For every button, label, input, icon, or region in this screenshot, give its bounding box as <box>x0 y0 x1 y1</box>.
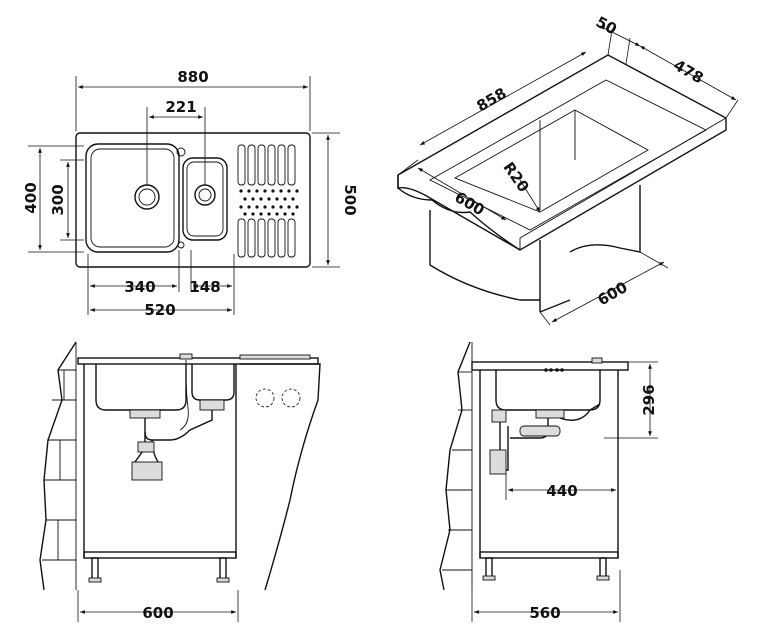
side-leg-right <box>599 557 607 579</box>
front-wall <box>39 341 77 591</box>
dim-r20: R20 <box>499 159 532 196</box>
dim-880: 880 <box>177 68 208 86</box>
side-bowl <box>495 370 601 411</box>
small-drain <box>194 184 216 206</box>
dim-440: 440 <box>546 482 577 500</box>
dim-478-line <box>639 45 737 101</box>
dim-50-line <box>599 25 641 47</box>
sink-outline <box>75 132 311 268</box>
countertop-slab <box>397 54 727 251</box>
front-small-bowl <box>191 364 235 401</box>
dim-300: 300 <box>49 184 67 215</box>
dim-560: 560 <box>529 604 560 622</box>
dim-478: 478 <box>670 56 706 87</box>
dim-296: 296 <box>640 384 658 415</box>
front-install-view: 600 <box>39 341 321 622</box>
dim-858-line <box>419 51 587 146</box>
dim-148: 148 <box>189 278 220 296</box>
side-wall <box>439 341 471 591</box>
side-leg-left <box>485 557 493 579</box>
iso-view: 858 50 478 R20 600 600 <box>397 13 739 326</box>
dim-r20-line <box>519 179 541 213</box>
front-leg-left <box>91 557 99 581</box>
cabinet-panel-right <box>569 185 641 253</box>
dim-858: 858 <box>473 84 509 115</box>
dim-50: 50 <box>593 13 620 39</box>
dim-340: 340 <box>124 278 155 296</box>
dim-600-front: 600 <box>142 604 173 622</box>
drainer-grooves <box>237 144 296 258</box>
main-bowl <box>85 143 180 253</box>
dim-520: 520 <box>144 301 175 319</box>
dim-221: 221 <box>165 98 196 116</box>
front-countertop <box>77 357 319 365</box>
dim-600-iso-front-line <box>417 167 507 221</box>
top-view: 880 221 400 300 500 340 148 520 <box>22 68 359 319</box>
dim-400: 400 <box>22 182 40 213</box>
cabinet-panel-left <box>429 210 540 301</box>
dim-500: 500 <box>341 184 359 215</box>
front-leg-right <box>219 557 227 581</box>
dim-600-iso-side-line <box>551 261 665 323</box>
dim-600-iso-front: 600 <box>451 188 487 219</box>
drainer-holes <box>239 189 299 216</box>
side-install-view: 296 440 560 <box>439 341 658 622</box>
front-main-bowl <box>95 364 187 411</box>
